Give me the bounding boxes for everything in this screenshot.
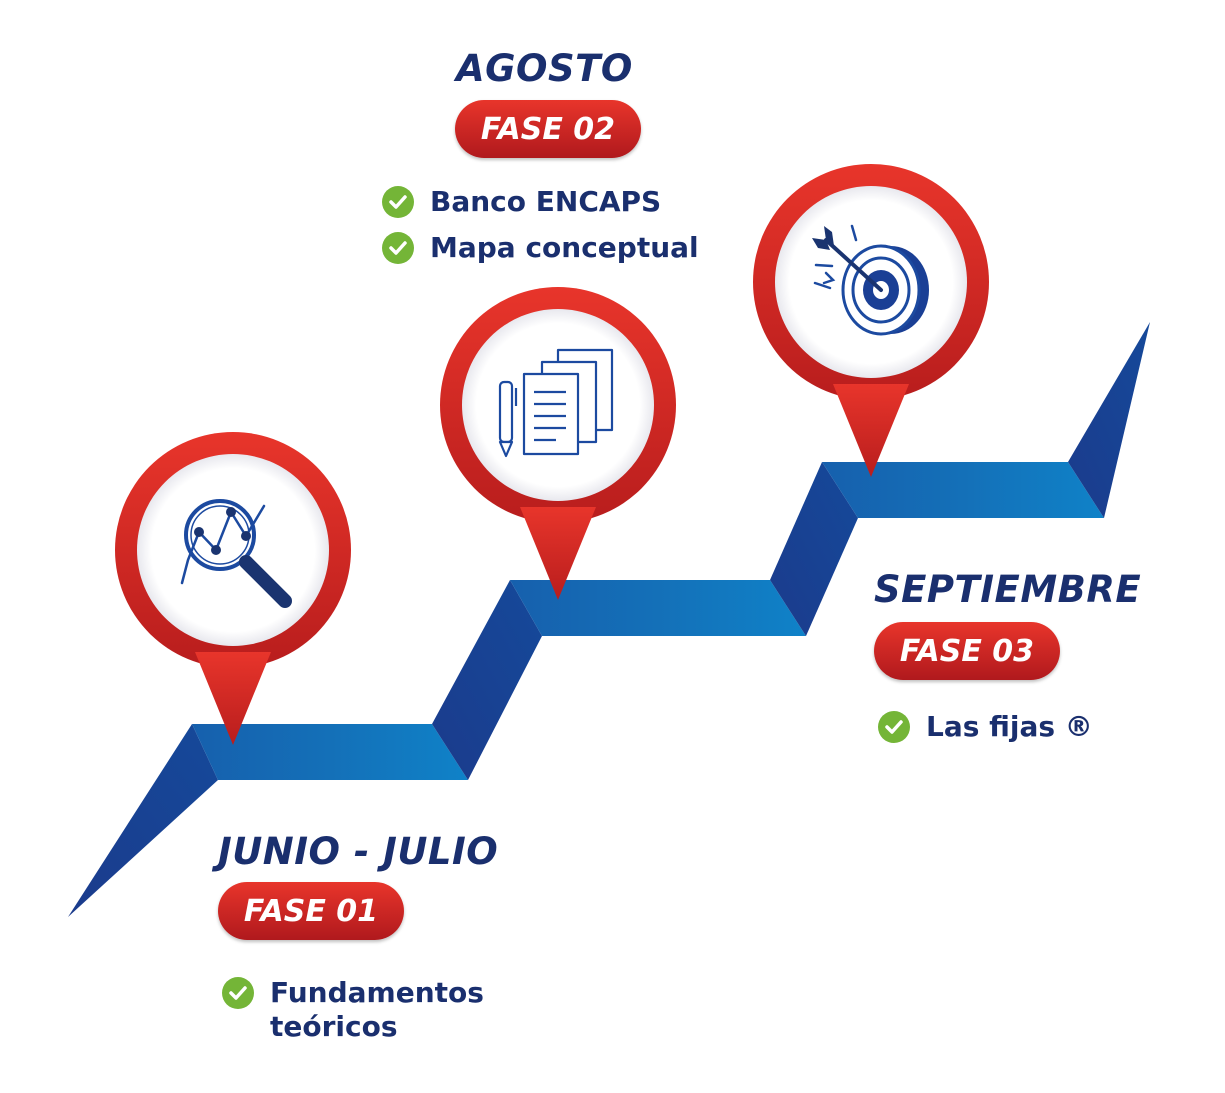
phase-1-items: Fundamentos teóricos xyxy=(222,976,522,1056)
stair-riser-4 xyxy=(1068,322,1150,518)
phase-3-items: Las fijas ® xyxy=(878,710,1198,756)
map-pin-phase-3 xyxy=(753,164,989,477)
phase-3-badge: FASE 03 xyxy=(874,622,1060,680)
checklist-item-text: Banco ENCAPS xyxy=(430,185,662,218)
map-pin-phase-2 xyxy=(440,287,676,600)
check-icon xyxy=(382,232,414,264)
check-icon xyxy=(382,186,414,218)
stair-tread-1 xyxy=(192,724,468,780)
checklist-item-text: Las fijas ® xyxy=(926,710,1093,743)
stair-riser-2 xyxy=(432,580,542,780)
checklist-item: Banco ENCAPS xyxy=(382,185,762,219)
phase-1-badge: FASE 01 xyxy=(218,882,404,940)
phase-2-badge: FASE 02 xyxy=(455,100,641,158)
check-icon xyxy=(222,977,254,1009)
check-icon xyxy=(878,711,910,743)
staircase-ribbon xyxy=(68,322,1150,917)
checklist-item: Mapa conceptual xyxy=(382,231,762,265)
phase-2-items: Banco ENCAPS Mapa conceptual xyxy=(382,185,762,277)
phase-1-month: JUNIO - JULIO xyxy=(218,830,499,873)
checklist-item-text: Mapa conceptual xyxy=(430,231,699,264)
stair-riser-3 xyxy=(770,462,858,636)
phase-3-month: SEPTIEMBRE xyxy=(874,568,1142,611)
checklist-item-text: Fundamentos teóricos xyxy=(270,976,484,1043)
stair-riser-1 xyxy=(68,724,218,917)
phase-2-month: AGOSTO xyxy=(456,47,633,90)
documents-pen-icon xyxy=(498,348,614,458)
stair-tread-3 xyxy=(822,462,1104,518)
magnifier-chart-icon xyxy=(180,499,292,608)
map-pin-phase-1 xyxy=(115,432,351,745)
phase-2-badge-label: FASE 02 xyxy=(480,111,616,147)
phase-1-badge-label: FASE 01 xyxy=(243,893,379,929)
checklist-item: Las fijas ® xyxy=(878,710,1198,744)
phase-3-badge-label: FASE 03 xyxy=(899,633,1035,669)
stair-tread-2 xyxy=(510,580,806,636)
checklist-item: Fundamentos teóricos xyxy=(222,976,522,1044)
target-arrow-icon xyxy=(812,224,929,336)
